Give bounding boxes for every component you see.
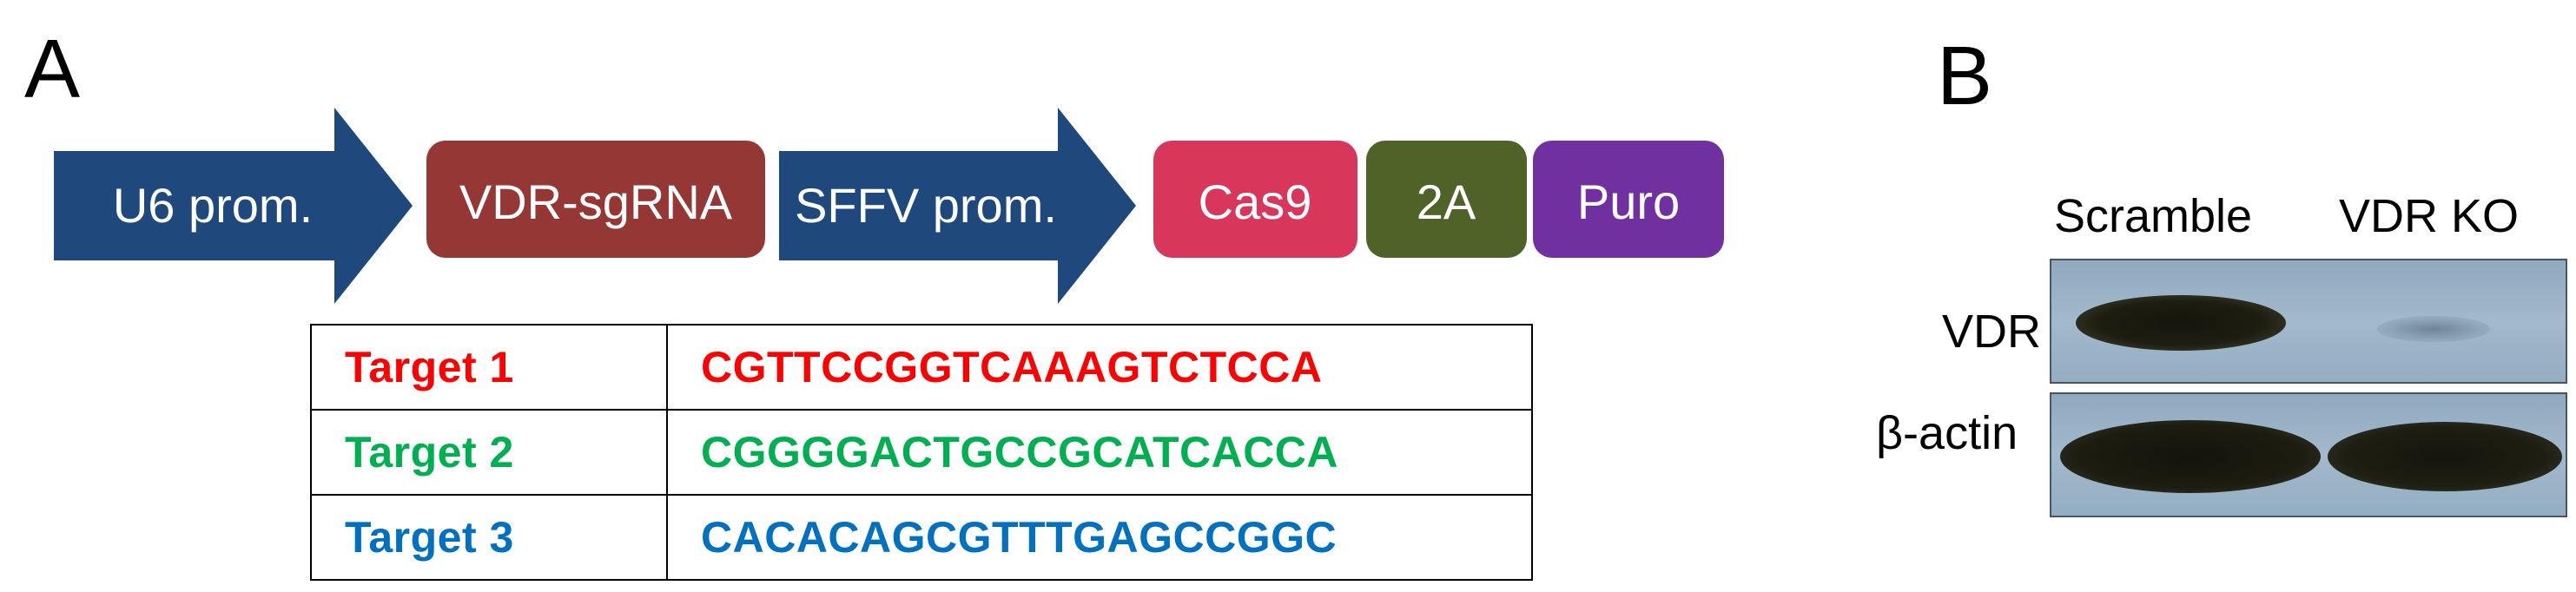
beta-actin-band-vdr-ko xyxy=(2328,422,2562,491)
panel-label-a: A xyxy=(24,23,81,115)
2a-box: 2A xyxy=(1366,141,1527,258)
cas9-box: Cas9 xyxy=(1153,141,1357,258)
row-label-beta-actin: β-actin xyxy=(1876,407,2018,459)
vector-construct-diagram: U6 prom. VDR-sgRNA SFFV prom. Cas9 2A Pu… xyxy=(54,108,1724,304)
target-3-sequence: CACACAGCGTTTGAGCCGGC xyxy=(666,494,1533,581)
u6-promoter-label: U6 prom. xyxy=(113,178,313,233)
target-2-sequence: CGGGGACTGCCGCATCACCA xyxy=(666,409,1533,496)
u6-promoter-arrow: U6 prom. xyxy=(54,108,413,304)
vdr-sgrna-label: VDR-sgRNA xyxy=(459,174,733,229)
lane-label-scramble: Scramble xyxy=(2054,190,2253,242)
target-1-name: Target 1 xyxy=(310,324,668,411)
row-label-vdr: VDR xyxy=(1942,306,2042,358)
table-row: Target 1 CGTTCCGGTCAAAGTCTCCA xyxy=(310,324,1533,411)
2a-label: 2A xyxy=(1417,174,1476,229)
puro-box: Puro xyxy=(1533,141,1724,258)
panel-label-b: B xyxy=(1937,30,1993,122)
beta-actin-band-scramble xyxy=(2060,420,2321,493)
puro-label: Puro xyxy=(1577,174,1680,229)
target-2-name: Target 2 xyxy=(310,409,668,496)
target-3-name: Target 3 xyxy=(310,494,668,581)
vdr-band-vdr-ko xyxy=(2377,316,2490,342)
sgrna-target-table: Target 1 CGTTCCGGTCAAAGTCTCCA Target 2 C… xyxy=(310,324,1533,581)
target-1-sequence: CGTTCCGGTCAAAGTCTCCA xyxy=(666,324,1533,411)
vdr-band-scramble xyxy=(2076,295,2286,351)
beta-actin-blot-strip xyxy=(2050,392,2567,517)
table-row: Target 3 CACACAGCGTTTGAGCCGGC xyxy=(310,494,1533,581)
lane-label-vdr-ko: VDR KO xyxy=(2339,190,2520,242)
sffv-promoter-label: SFFV prom. xyxy=(795,178,1057,233)
table-row: Target 2 CGGGGACTGCCGCATCACCA xyxy=(310,409,1533,496)
vdr-blot-strip xyxy=(2050,259,2567,384)
sffv-promoter-arrow: SFFV prom. xyxy=(779,108,1136,304)
vdr-sgrna-box: VDR-sgRNA xyxy=(426,141,765,258)
cas9-label: Cas9 xyxy=(1199,174,1312,229)
